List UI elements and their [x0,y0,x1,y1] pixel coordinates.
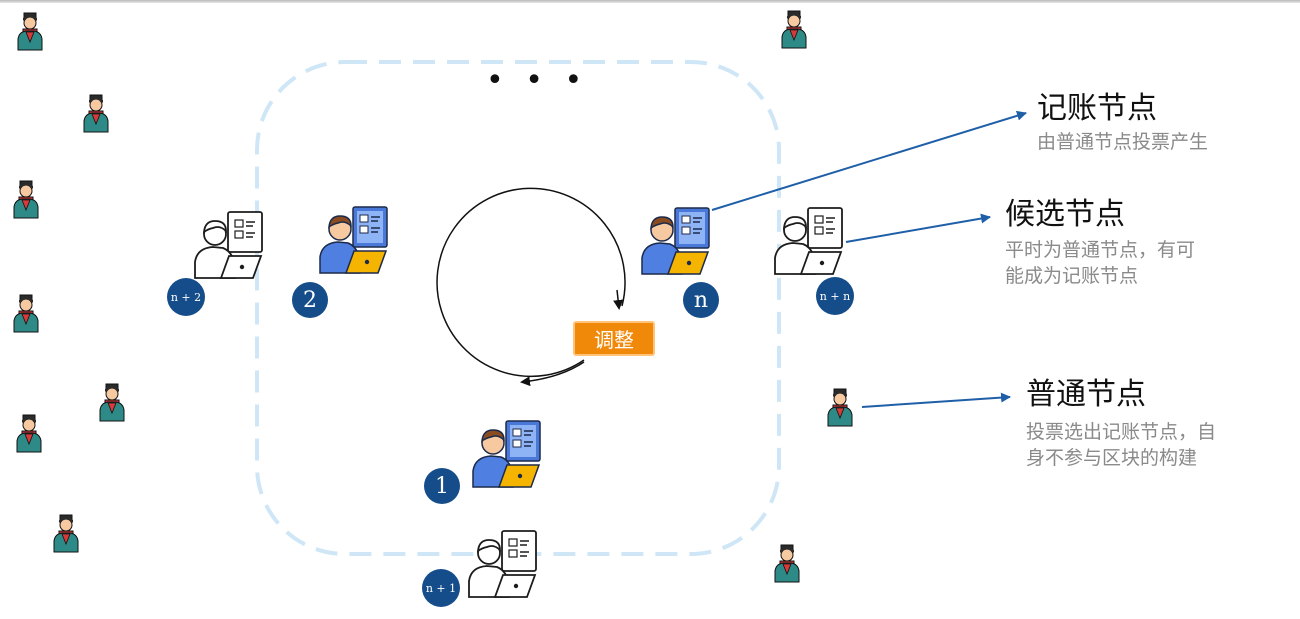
person-with-laptop-icon [472,420,541,488]
legend-candidate-desc-line2: 能成为记账节点 [1005,265,1139,287]
ordinary-person-icon [827,388,853,427]
rotation-arrowhead-top [613,289,624,310]
ordinary-person-icon [16,414,42,453]
arrow-to-ordinary [861,392,1011,408]
candidate-person-icon [774,207,843,275]
ordinary-person-icon [17,12,43,51]
person-with-laptop-icon [641,207,710,275]
rotation-arc [436,187,626,378]
legend-bookkeeper-desc: 由普通节点投票产生 [1037,131,1209,153]
ordinary-person-icon [53,514,79,553]
ordinary-person-icon [774,544,800,583]
node-badge-n-plus-1: n + 1 [422,569,460,607]
node-badge-n: n [683,282,719,318]
node-badge-1: 1 [424,468,460,504]
bookkeeper-group-border [255,60,781,556]
node-badge-n-plus-n: n + n [816,277,854,315]
rotation-arrow-bottom [520,361,585,387]
legend-ordinary-desc-line1: 投票选出记账节点，自 [1026,421,1217,443]
top-divider [0,0,1300,3]
node-badge-2: 2 [292,282,328,318]
person-with-laptop-icon [319,206,388,274]
candidate-person-icon [468,530,537,598]
legend-bookkeeper-title: 记账节点 [1037,91,1157,126]
candidate-person-icon [194,211,263,279]
ordinary-person-icon [13,180,39,219]
node-badge-n-plus-2: n + 2 [167,278,205,316]
ordinary-person-icon [13,294,39,333]
legend-candidate-desc-line1: 平时为普通节点，有可 [1005,239,1196,261]
adjust-label: 调整 [573,321,655,356]
ordinary-person-icon [781,10,807,49]
ordinary-person-icon [99,383,125,422]
arrow-to-candidate [845,213,991,243]
legend-ordinary-desc-line2: 身不参与区块的构建 [1026,447,1198,469]
legend-ordinary-title: 普通节点 [1026,377,1146,412]
ordinary-person-icon [83,94,109,133]
more-nodes-ellipsis: • • • [486,63,589,98]
arrow-to-bookkeeper [711,110,1027,211]
legend-candidate-title: 候选节点 [1005,197,1125,232]
